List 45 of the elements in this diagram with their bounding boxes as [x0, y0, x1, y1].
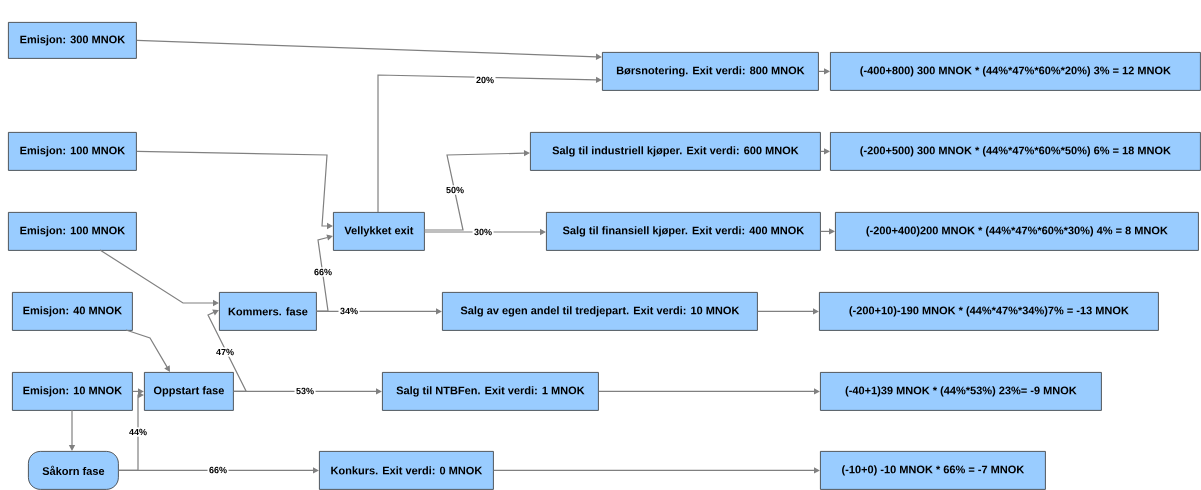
- process-box: Oppstart fase: [144, 372, 234, 411]
- edge-label: 66%: [312, 267, 334, 277]
- process-box: (-200+400)200 MNOK * (44%*47%*60%*30%) 4% = 8 MNOK: [835, 212, 1199, 251]
- arrow: [818, 68, 830, 75]
- process-box: Emisjon: 300 MNOK: [8, 22, 137, 59]
- edge-label: 30%: [472, 227, 494, 237]
- process-box: Børsnotering. Exit verdi: 800 MNOK: [602, 52, 819, 91]
- edge-label: 53%: [294, 386, 316, 396]
- process-box: (-400+800) 300 MNOK * (44%*47%*60%*20%) 3% = 12 MNOK: [830, 52, 1201, 91]
- arrow: [316, 308, 442, 315]
- edge-label: 20%: [474, 75, 496, 85]
- arrow: [757, 308, 819, 315]
- arrow: [598, 388, 820, 395]
- edge-label: 34%: [338, 306, 360, 316]
- process-box: (-200+10)-190 MNOK * (44%*47%*34%)7% = -13 MNOK: [819, 292, 1159, 331]
- process-box: Kommers. fase: [219, 292, 317, 331]
- phase-box: Såkorn fase: [28, 451, 119, 490]
- process-box: Emisjon: 40 MNOK: [12, 292, 133, 331]
- process-box: Salg av egen andel til tredjepart. Exit verdi: 10 MNOK: [442, 292, 758, 331]
- arrow: [118, 467, 319, 474]
- process-box: (-10+0) -10 MNOK * 66% = -7 MNOK: [820, 451, 1046, 490]
- arrow: [493, 467, 820, 474]
- process-box: Vellykket exit: [333, 212, 425, 251]
- edge-label: 44%: [127, 427, 149, 437]
- process-box: (-200+500) 300 MNOK * (44%*47%*60%*50%) 6% = 18 MNOK: [830, 132, 1201, 171]
- edge-label: 50%: [444, 185, 466, 195]
- process-box: Emisjon: 100 MNOK: [8, 132, 137, 171]
- arrow: [233, 388, 382, 395]
- process-box: Konkurs. Exit verdi: 0 MNOK: [319, 451, 494, 490]
- process-box: (-40+1)39 MNOK * (44%*53%) 23%= -9 MNOK: [820, 372, 1102, 411]
- edge-label: 47%: [214, 347, 236, 357]
- arrow: [315, 234, 333, 312]
- process-box: Emisjon: 10 MNOK: [12, 372, 133, 411]
- arrow: [423, 149, 530, 231]
- arrow: [207, 309, 247, 392]
- arrow: [136, 39, 602, 60]
- process-box: Emisjon: 100 MNOK: [8, 212, 137, 251]
- edge-label: 66%: [207, 465, 229, 475]
- arrow: [820, 228, 835, 235]
- process-box: Salg til finansiell kjøper. Exit verdi: 400 MNOK: [546, 212, 821, 251]
- process-box: Salg til NTBFen. Exit verdi: 1 MNOK: [382, 372, 599, 411]
- arrow: [125, 329, 170, 372]
- arrow: [377, 74, 602, 213]
- arrow: [820, 148, 830, 155]
- process-box: Salg til industriell kjøper. Exit verdi: 600 MNOK: [530, 132, 821, 171]
